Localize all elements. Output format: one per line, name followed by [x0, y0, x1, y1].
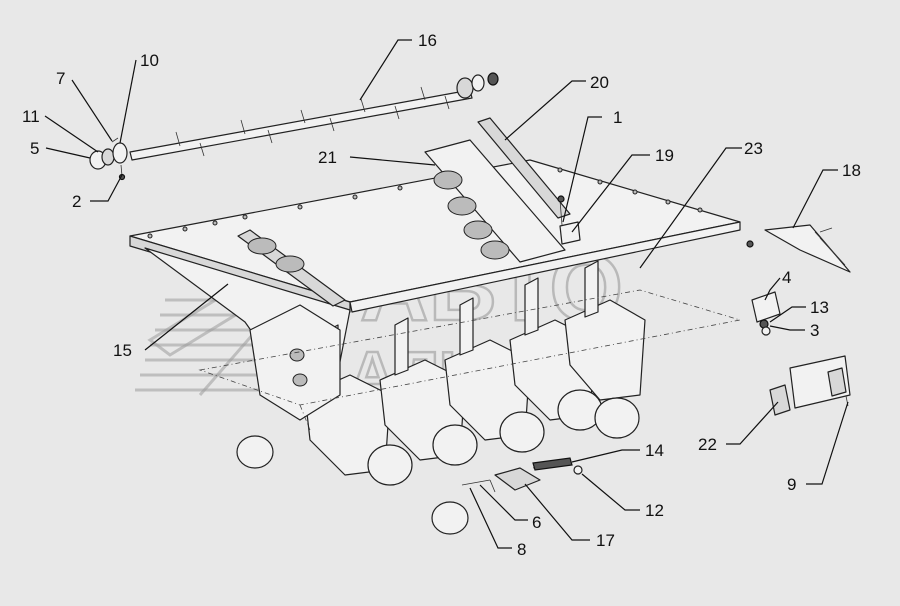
leader-10	[119, 59, 137, 144]
leader-23	[639, 147, 742, 269]
leader-3	[769, 325, 805, 331]
callout-2: 2	[72, 192, 81, 211]
callout-5: 5	[30, 139, 39, 158]
center-plate	[424, 139, 566, 263]
agitator-shaft	[129, 72, 499, 161]
meter-housing-5	[564, 260, 646, 439]
leader-11	[44, 115, 99, 153]
shaft-fingers	[175, 86, 450, 157]
leader-19	[571, 154, 650, 233]
leader-16	[359, 39, 412, 101]
meter-housing-3	[444, 297, 545, 453]
leader-12	[581, 473, 640, 511]
leader-21	[349, 156, 436, 166]
callout-20: 20	[590, 73, 609, 92]
callout-18: 18	[842, 161, 861, 180]
bearing-assembly-left	[89, 137, 128, 181]
meter-housing-6	[249, 304, 341, 421]
callout-23: 23	[744, 139, 763, 158]
callout-6: 6	[532, 513, 541, 532]
callout-22: 22	[698, 435, 717, 454]
bracket	[746, 224, 851, 273]
loose-tubes	[236, 435, 469, 535]
leader-18	[792, 169, 838, 229]
callout-16: 16	[418, 31, 437, 50]
leader-9	[806, 401, 849, 485]
leader-8	[469, 487, 512, 549]
callout-12: 12	[645, 501, 664, 520]
plate-bolt-holes	[147, 167, 703, 239]
leader-22	[726, 401, 779, 445]
callout-1: 1	[613, 108, 622, 127]
cover-plate	[769, 355, 851, 416]
leader-5	[45, 147, 91, 159]
seed-meter-housings	[249, 260, 646, 486]
callout-13: 13	[810, 298, 829, 317]
callouts: 1 2 3 4 5 6 7 8 9 10 11 12 13 14 15 16 1	[22, 31, 861, 559]
callout-8: 8	[517, 540, 526, 559]
callout-19: 19	[655, 146, 674, 165]
latch-assembly	[461, 457, 583, 493]
leader-2	[90, 174, 123, 202]
meter-housing-2	[379, 317, 478, 466]
callout-9: 9	[787, 475, 796, 494]
shaft-end-bearing	[456, 72, 499, 99]
small-parts-right	[751, 291, 781, 336]
leader-1	[562, 116, 602, 223]
leader-14	[571, 449, 640, 463]
callout-14: 14	[645, 441, 664, 460]
leader-4	[764, 277, 781, 301]
callout-17: 17	[596, 531, 615, 550]
hidden-outline	[198, 289, 741, 431]
angle-bars	[237, 117, 571, 307]
callout-10: 10	[140, 51, 159, 70]
leader-13	[769, 306, 806, 323]
leader-15	[144, 283, 229, 351]
leader-7	[71, 79, 113, 142]
callout-3: 3	[810, 321, 819, 340]
leader-20	[504, 80, 586, 141]
callout-11: 11	[22, 107, 40, 126]
callout-4: 4	[782, 268, 791, 287]
callout-7: 7	[56, 69, 65, 88]
callout-21: 21	[318, 148, 337, 167]
callout-15: 15	[113, 341, 132, 360]
leader-6	[479, 484, 528, 521]
leader-17	[524, 483, 590, 541]
